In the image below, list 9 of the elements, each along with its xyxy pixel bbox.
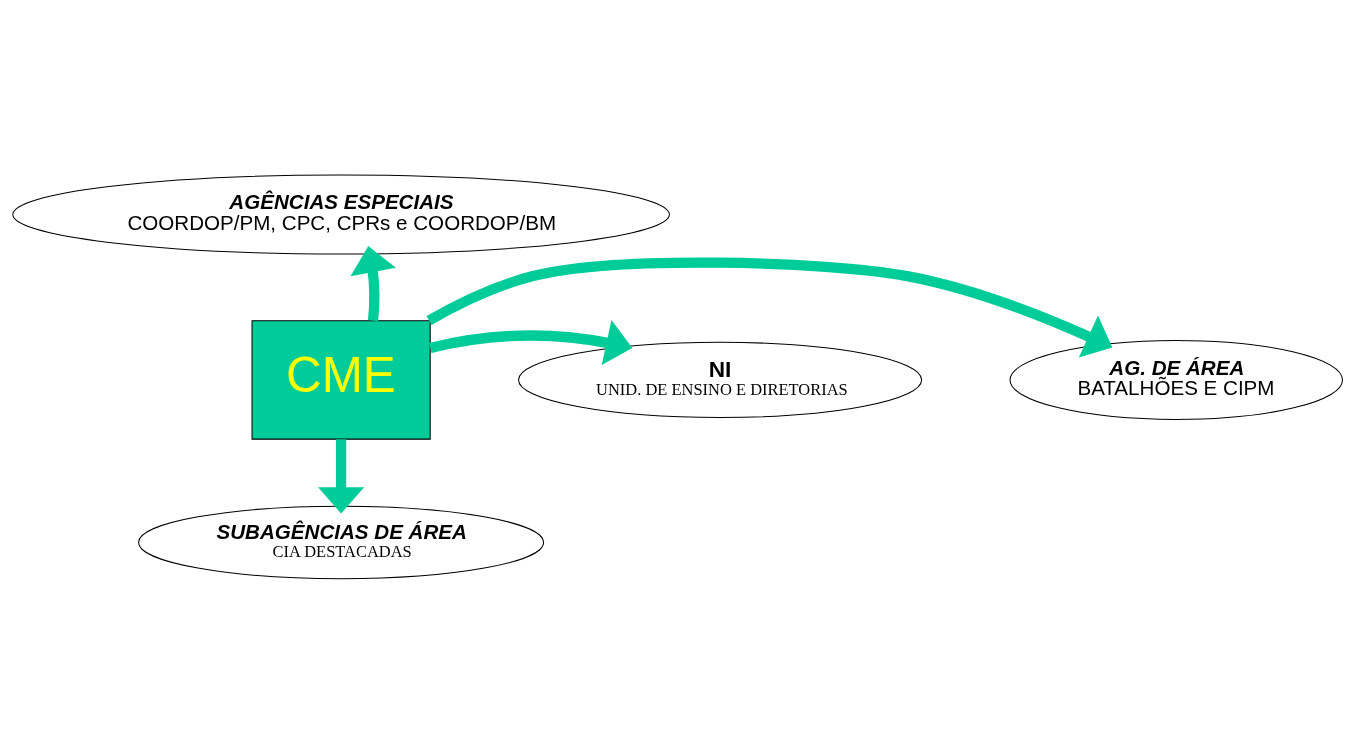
arrow <box>426 257 1113 357</box>
arrow <box>318 438 365 514</box>
node-ellipse: SUBAGÊNCIAS DE ÁREA CIA DESTACADAS <box>138 505 545 579</box>
node-ellipse: AG. DE ÁREA BATALHÕES E CIPM <box>1009 339 1344 420</box>
node-box: CME <box>251 319 431 440</box>
arrow <box>429 319 633 365</box>
node-ellipse: NI UNID. DE ENSINO E DIRETORIAS <box>518 341 923 418</box>
node-ellipse: AGÊNCIAS ESPECIAIS COORDOP/PM, CPC, CPRs e COORDOP/BM <box>12 173 670 254</box>
arrow <box>350 245 396 321</box>
